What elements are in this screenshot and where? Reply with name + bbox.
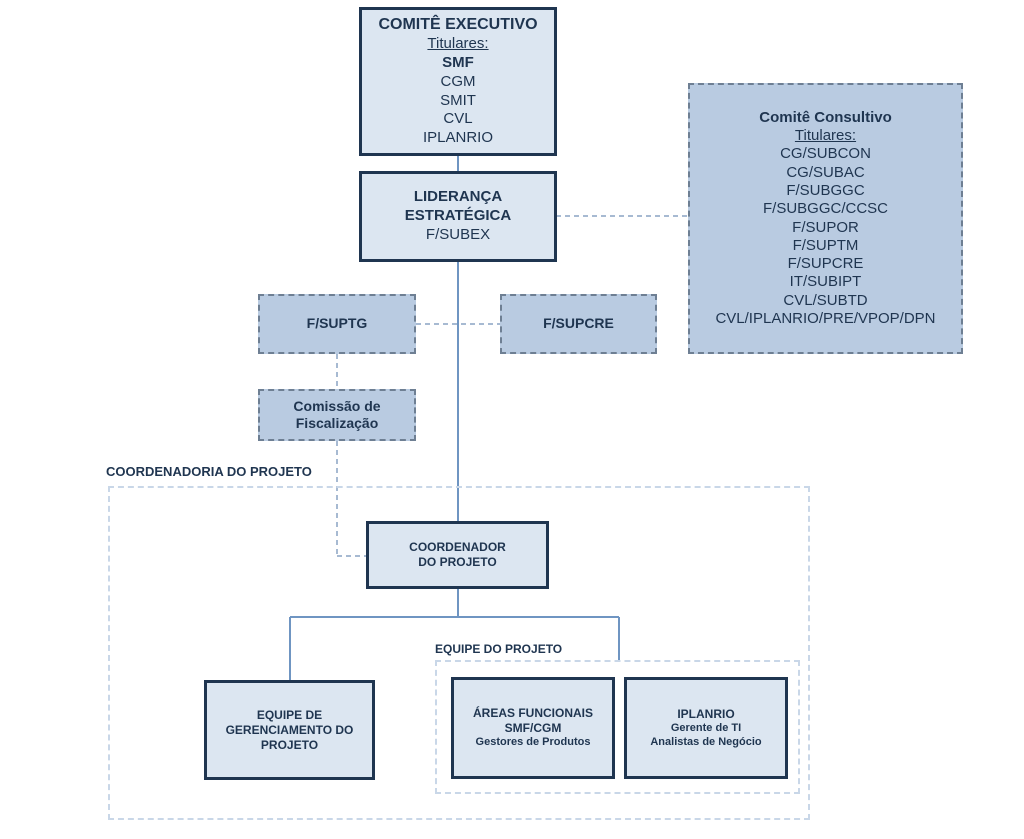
comissao-fiscalizacao-box: Comissão de Fiscalização <box>258 389 416 441</box>
comissao-line1: Comissão de <box>293 397 381 414</box>
equipe-projeto-region <box>435 660 800 794</box>
comite-consultivo-item: F/SUBGGC/CCSC <box>762 200 888 218</box>
comite-consultivo-box: Comitê Consultivo Titulares: CG/SUBCON C… <box>688 83 963 354</box>
comite-consultivo-item: F/SUPCRE <box>787 255 864 273</box>
iplanrio-line1: IPLANRIO <box>677 706 735 721</box>
comite-executivo-box: COMITÊ EXECUTIVO Titulares: SMF CGM SMIT… <box>359 7 557 156</box>
equipe-gerenciamento-line2: GERENCIAMENTO DO <box>225 722 354 737</box>
areas-funcionais-line1: ÁREAS FUNCIONAIS <box>472 706 593 721</box>
lideranca-line1: LIDERANÇA <box>413 188 503 206</box>
coordenadoria-region <box>108 486 810 820</box>
comite-executivo-item: CVL <box>443 110 473 128</box>
supcre-label: F/SUPCRE <box>543 315 614 332</box>
comite-consultivo-item: F/SUPTM <box>792 236 859 254</box>
equipe-gerenciamento-line1: EQUIPE DE <box>256 707 323 722</box>
comite-consultivo-item: CVL/SUBTD <box>783 291 868 309</box>
comite-consultivo-item: F/SUPOR <box>792 218 859 236</box>
comite-executivo-item: SMF <box>442 54 474 71</box>
coordenadoria-label: COORDENADORIA DO PROJETO <box>106 464 312 479</box>
lideranca-line3: F/SUBEX <box>425 225 491 243</box>
coordenador-box: COORDENADOR DO PROJETO <box>366 521 549 589</box>
comite-consultivo-item: CVL/IPLANRIO/PRE/VPOP/DPN <box>715 309 936 327</box>
coordenador-line2: DO PROJETO <box>418 555 497 569</box>
comite-executivo-item: SMIT <box>440 91 476 109</box>
comite-executivo-subtitle: Titulares: <box>427 35 489 53</box>
equipe-gerenciamento-box: EQUIPE DE GERENCIAMENTO DO PROJETO <box>204 680 375 780</box>
comite-executivo-title: COMITÊ EXECUTIVO <box>378 16 538 34</box>
comite-consultivo-title: Comitê Consultivo <box>759 108 892 126</box>
iplanrio-line2: Gerente de TI <box>670 721 742 734</box>
comite-consultivo-item: IT/SUBIPT <box>789 273 862 291</box>
comite-consultivo-item: F/SUBGGC <box>786 181 865 199</box>
suptg-box: F/SUPTG <box>258 294 416 354</box>
areas-funcionais-line3: Gestores de Produtos <box>475 736 591 749</box>
suptg-label: F/SUPTG <box>306 315 368 332</box>
comite-consultivo-item: CG/SUBCON <box>780 145 871 163</box>
comite-executivo-item: CGM <box>440 72 476 90</box>
comite-executivo-item: IPLANRIO <box>422 129 494 146</box>
comite-consultivo-subtitle: Titulares: <box>794 127 857 145</box>
lideranca-line2: ESTRATÉGICA <box>404 207 512 225</box>
areas-funcionais-line2: SMF/CGM <box>504 721 562 736</box>
areas-funcionais-box: ÁREAS FUNCIONAIS SMF/CGM Gestores de Pro… <box>451 677 615 779</box>
coordenador-line1: COORDENADOR <box>409 540 506 554</box>
comissao-line2: Fiscalização <box>295 415 379 431</box>
iplanrio-box: IPLANRIO Gerente de TI Analistas de Negó… <box>624 677 788 779</box>
iplanrio-line3: Analistas de Negócio <box>650 735 762 748</box>
lideranca-estrategica-box: LIDERANÇA ESTRATÉGICA F/SUBEX <box>359 171 557 262</box>
equipe-gerenciamento-line3: PROJETO <box>260 737 319 752</box>
comite-consultivo-item: CG/SUBAC <box>786 163 865 181</box>
equipe-projeto-label: EQUIPE DO PROJETO <box>435 642 563 656</box>
supcre-box: F/SUPCRE <box>500 294 657 354</box>
